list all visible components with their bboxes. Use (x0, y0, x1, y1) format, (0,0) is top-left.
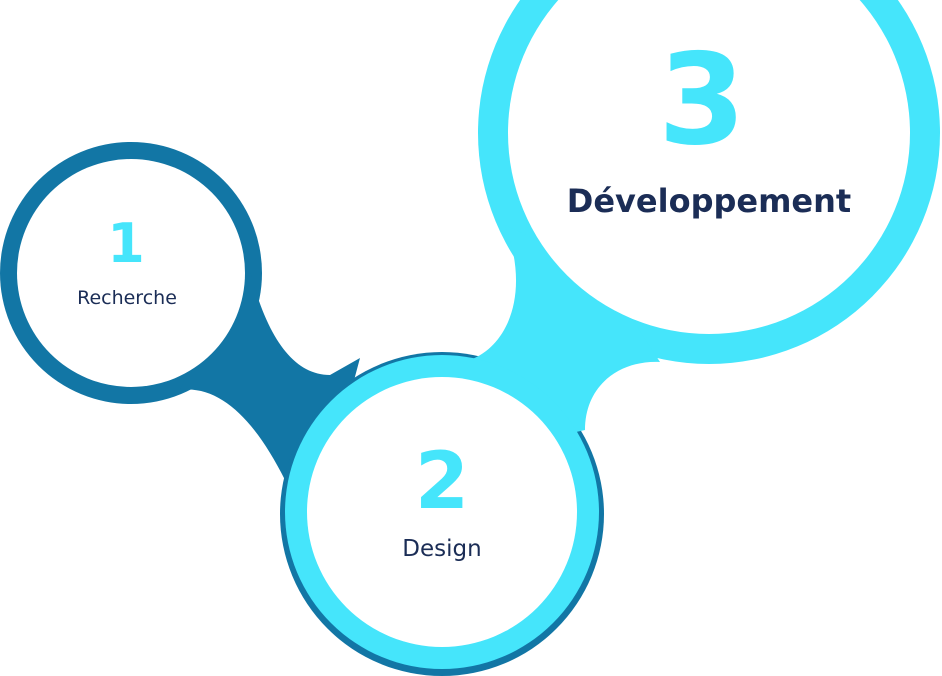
white-centers (17, 0, 910, 647)
step-3-center (508, 0, 910, 334)
step-2-label: Design (402, 536, 481, 562)
step-2-center (307, 377, 577, 647)
step-1-center (17, 159, 245, 387)
step-1-label: Recherche (77, 287, 177, 309)
step-3-label: Développement (567, 182, 851, 220)
step-3-number: 3 (658, 26, 746, 173)
step-2-number: 2 (415, 437, 469, 527)
step-1-number: 1 (107, 212, 145, 275)
